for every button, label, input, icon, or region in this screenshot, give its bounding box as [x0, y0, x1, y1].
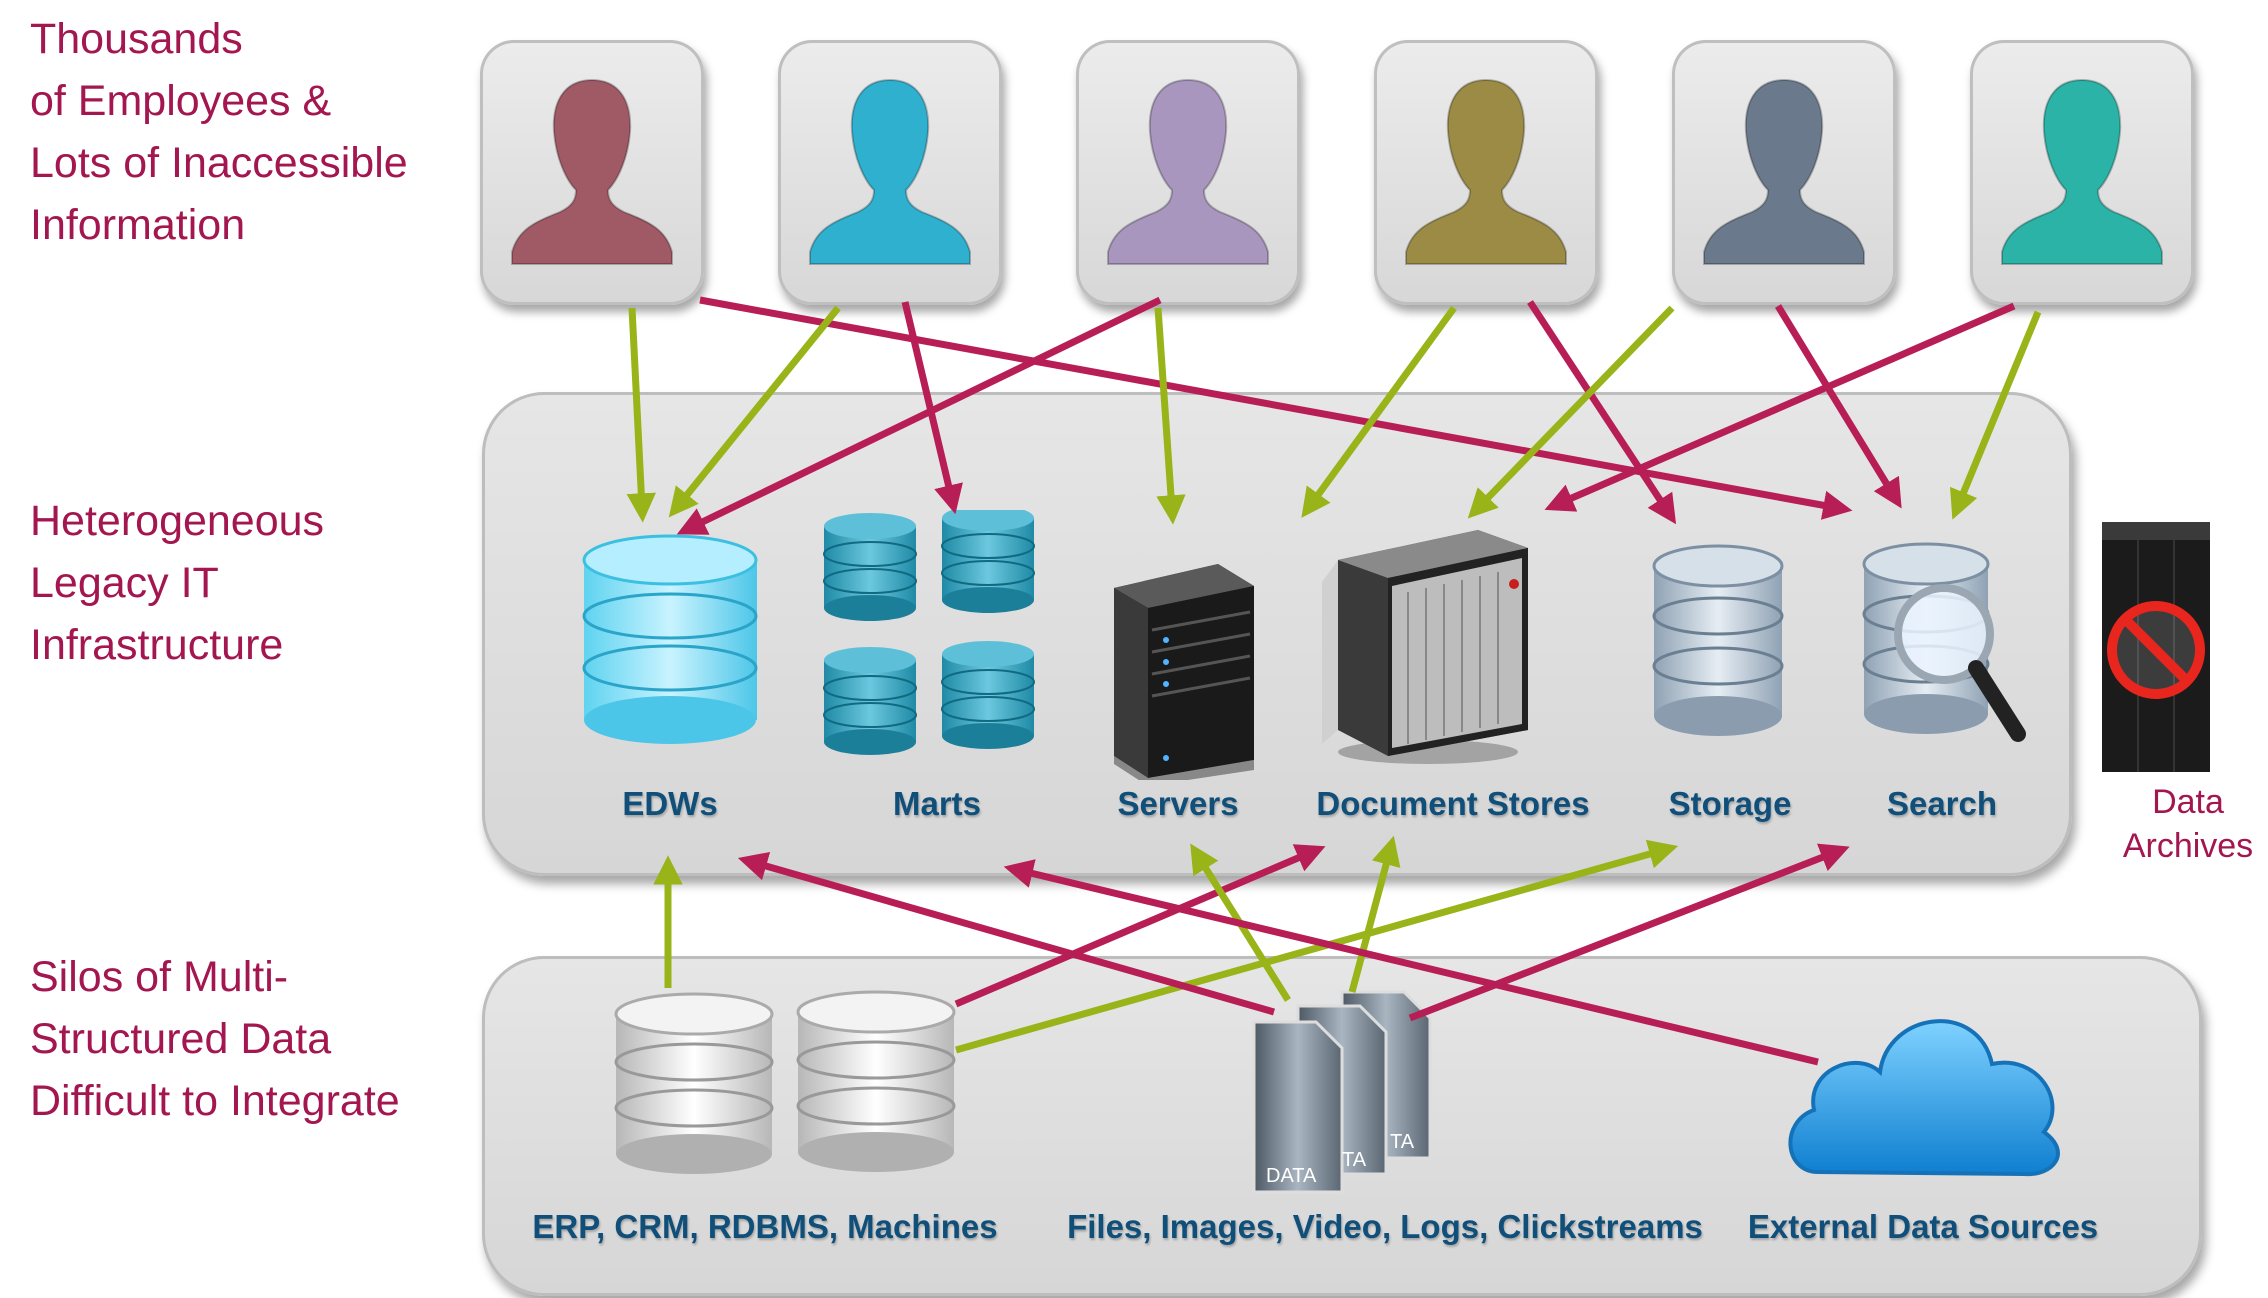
doc-label-back-2: TA [1390, 1131, 1415, 1153]
search-database-icon [1862, 542, 2026, 742]
caption-storage: Storage [1668, 785, 1792, 822]
user-card-1 [480, 40, 704, 305]
edw-database-icon [582, 534, 758, 744]
user-card-2 [778, 40, 1002, 305]
user-silhouette-icon [511, 78, 673, 265]
marts-database-icon [823, 510, 1035, 756]
legacy-infrastructure-label: Heterogeneous Legacy IT Infrastructure [30, 497, 325, 669]
data-archives-label: Data Archives [2122, 783, 2254, 865]
user-silhouette-icon [1703, 78, 1865, 265]
cloud-icon [1788, 1019, 2060, 1177]
caption-erp-sources: ERP, CRM, RDBMS, Machines [532, 1208, 998, 1245]
user-silhouette-icon [1405, 78, 1567, 265]
user-card-3 [1076, 40, 1300, 305]
data-silos-label: Silos of Multi- Structured Data Difficul… [30, 953, 400, 1125]
user-silhouette-icon [1107, 78, 1269, 265]
server-tower-icon [1114, 564, 1254, 780]
caption-servers: Servers [1117, 785, 1239, 822]
user-silhouette-icon [809, 78, 971, 265]
caption-document-stores: Document Stores [1316, 785, 1590, 822]
doc-label-front: DATA [1266, 1165, 1317, 1187]
caption-marts: Marts [892, 785, 982, 822]
document-store-rack-icon [1322, 530, 1528, 764]
user-card-4 [1374, 40, 1598, 305]
caption-search: Search [1886, 785, 1998, 822]
caption-edws: EDWs [622, 785, 718, 822]
user-card-6 [1970, 40, 2194, 305]
caption-external-sources: External Data Sources [1747, 1208, 2099, 1245]
data-files-icon: TA TA DATA [1252, 990, 1432, 1194]
user-card-5 [1672, 40, 1896, 305]
storage-database-icon [1652, 544, 1784, 736]
data-archives-blocked-icon [2102, 522, 2210, 772]
caption-file-sources: Files, Images, Video, Logs, Clickstreams [1067, 1208, 1703, 1245]
doc-label-back-1: TA [1342, 1149, 1367, 1171]
user-silhouette-icon [2001, 78, 2163, 265]
erp-database-icon-right [796, 990, 956, 1172]
employees-label: Thousands of Employees & Lots of Inacces… [30, 15, 408, 249]
erp-database-icon-left [614, 992, 774, 1174]
